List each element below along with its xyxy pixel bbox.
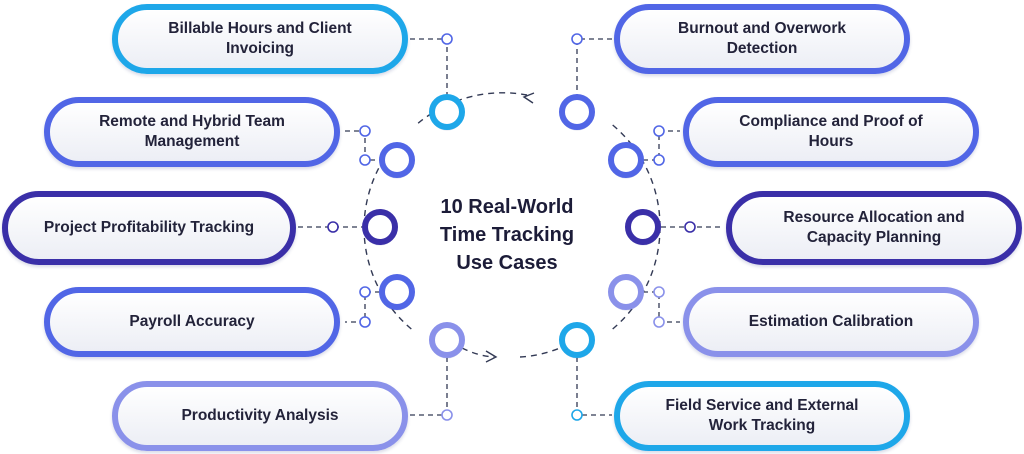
connector-right-5 xyxy=(576,357,612,416)
ring-arc-right-lower xyxy=(608,226,661,333)
connector-dot-left-2b xyxy=(359,154,371,166)
ring-nodes xyxy=(362,94,661,359)
ring-arc-right-upper xyxy=(608,121,661,228)
use-case-label-line: Resource Allocation and xyxy=(783,209,965,226)
use-case-label: Compliance and Proof of Hours xyxy=(715,112,947,152)
use-case-label: Productivity Analysis xyxy=(181,406,338,426)
use-case-label-line: Remote and Hybrid Team xyxy=(99,113,285,130)
ring-node-left-2 xyxy=(379,142,415,178)
connector-dot-left-4a xyxy=(359,286,371,298)
connector-dot-left-4b xyxy=(359,316,371,328)
ring-arc-top xyxy=(415,92,528,126)
connector-left-1 xyxy=(410,38,448,95)
connector-right-1 xyxy=(576,38,612,95)
circular-ring xyxy=(363,92,661,363)
connector-dot-left-1 xyxy=(441,33,453,45)
ring-node-left-3 xyxy=(362,209,398,245)
connector-left-4 xyxy=(345,291,380,323)
title-line-2: Time Tracking xyxy=(439,224,575,246)
use-case-left-5: Productivity Analysis xyxy=(112,381,408,451)
use-case-left-3: Project Profitability Tracking xyxy=(2,191,296,265)
use-case-label-line: Detection xyxy=(726,40,798,57)
connector-dot-right-1 xyxy=(571,33,583,45)
connector-dot-right-2b xyxy=(653,154,665,166)
use-case-label-line: Burnout and Overwork xyxy=(678,20,846,37)
connectors xyxy=(298,33,724,421)
connector-dot-right-2a xyxy=(653,125,665,137)
use-case-label-line: Management xyxy=(144,133,240,150)
connector-dot-right-4a xyxy=(653,286,665,298)
use-case-label-line: Estimation Calibration xyxy=(748,313,914,330)
use-case-right-4: Estimation Calibration xyxy=(683,287,979,357)
connector-dot-right-3 xyxy=(684,221,696,233)
ring-arc-bottom-right xyxy=(519,347,561,358)
ring-node-left-4 xyxy=(379,274,415,310)
use-case-label-line: Invoicing xyxy=(225,40,295,57)
ring-arc-left-lower xyxy=(363,226,416,333)
connector-dot-right-4b xyxy=(653,316,665,328)
ring-node-right-5 xyxy=(559,322,595,358)
title-line-3: Use Cases xyxy=(456,252,558,274)
use-case-label-line: Project Profitability Tracking xyxy=(43,219,255,236)
ring-node-right-2 xyxy=(608,142,644,178)
connector-dot-left-3 xyxy=(327,221,339,233)
ring-arrow-bottom xyxy=(485,350,498,363)
use-case-label-line: Payroll Accuracy xyxy=(129,313,255,330)
ring-node-right-3 xyxy=(625,209,661,245)
use-case-right-2: Compliance and Proof of Hours xyxy=(683,97,979,167)
title-line-1: 10 Real-World xyxy=(440,196,574,218)
use-case-label-line: Capacity Planning xyxy=(806,229,942,246)
connector-right-4 xyxy=(643,291,680,323)
use-case-label-line: Billable Hours and Client xyxy=(168,20,352,37)
ring-arrow-top xyxy=(522,92,535,104)
connector-left-2 xyxy=(345,130,380,161)
connector-dot-left-5 xyxy=(441,409,453,421)
ring-node-left-5 xyxy=(429,322,465,358)
center-title: 10 Real-World Time Tracking Use Cases xyxy=(412,193,602,277)
ring-arc-bottom xyxy=(461,347,495,358)
use-case-label: Estimation Calibration xyxy=(749,312,914,332)
connector-dot-right-5 xyxy=(571,409,583,421)
use-case-label: Project Profitability Tracking xyxy=(44,218,254,238)
use-case-label: Payroll Accuracy xyxy=(129,312,254,332)
connector-dot-left-2a xyxy=(359,125,371,137)
use-case-label-line: Field Service and External xyxy=(665,397,859,414)
use-case-label-line: Work Tracking xyxy=(708,417,816,434)
use-case-label-line: Compliance and Proof of Hours xyxy=(739,113,923,150)
ring-node-left-1 xyxy=(429,94,465,130)
use-case-left-4: Payroll Accuracy xyxy=(44,287,340,357)
use-case-label-line: Productivity Analysis xyxy=(181,407,339,424)
ring-node-right-1 xyxy=(559,94,595,130)
connector-left-5 xyxy=(410,357,448,416)
connector-right-2 xyxy=(643,130,680,161)
ring-node-right-4 xyxy=(608,274,644,310)
